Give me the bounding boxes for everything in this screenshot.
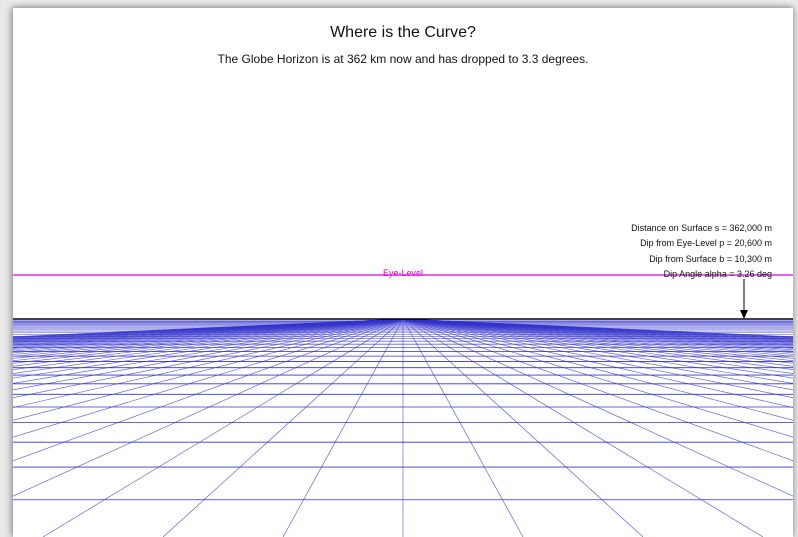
grid-line	[402, 318, 793, 364]
grid-line	[402, 318, 524, 537]
grid-line	[162, 318, 404, 537]
grid-line	[13, 318, 404, 374]
grid-line	[402, 318, 793, 384]
grid-line	[13, 318, 404, 408]
grid-line	[13, 318, 404, 364]
grid-line	[13, 318, 404, 421]
grid-line	[13, 318, 404, 357]
grid-line	[13, 318, 404, 497]
grid-line	[13, 318, 404, 462]
grid-line	[402, 318, 793, 497]
grid-line	[402, 318, 793, 367]
dip-arrow-head	[740, 310, 748, 319]
diagram-canvas: Where is the Curve? The Globe Horizon is…	[13, 8, 793, 537]
grid-line	[402, 318, 644, 537]
grid-line	[13, 318, 404, 379]
page-title: Where is the Curve?	[330, 24, 476, 41]
grid-lines	[13, 318, 793, 537]
grid-line	[42, 318, 404, 537]
grid-line	[13, 318, 404, 367]
grid-line	[402, 318, 793, 379]
grid-line	[13, 318, 404, 362]
dip-from-surface-text: Dip from Surface b = 10,300 m	[649, 253, 772, 264]
grid-line	[13, 318, 404, 399]
grid-line	[402, 318, 793, 438]
eye-level-label: Eye-Level	[382, 268, 424, 278]
grid-line	[402, 318, 793, 370]
grid-line	[402, 318, 793, 362]
grid-line	[13, 318, 404, 370]
perspective-grid-scene	[13, 274, 793, 537]
grid-line	[282, 318, 404, 537]
grid-line	[402, 318, 793, 357]
grid-line	[13, 318, 404, 359]
page-subtitle: The Globe Horizon is at 362 km now and h…	[217, 52, 589, 66]
grid-line	[402, 318, 793, 421]
dip-angle-text: Dip Angle alpha = 3.26 deg	[663, 268, 772, 279]
grid-line	[402, 318, 793, 359]
grid-line	[13, 318, 404, 384]
grid-line	[13, 318, 404, 391]
grid-line	[13, 318, 404, 438]
measurement-info: Distance on Surface s = 362,000 m Dip fr…	[631, 221, 772, 282]
grid-line	[402, 318, 793, 462]
distance-on-surface-text: Distance on Surface s = 362,000 m	[631, 223, 772, 233]
grid-line	[402, 318, 764, 537]
grid-line	[402, 318, 793, 408]
grid-line	[402, 318, 793, 399]
dip-from-eye-level-text: Dip from Eye-Level p = 20,600 m	[640, 238, 772, 249]
grid-line	[402, 318, 793, 391]
grid-line	[402, 318, 793, 374]
